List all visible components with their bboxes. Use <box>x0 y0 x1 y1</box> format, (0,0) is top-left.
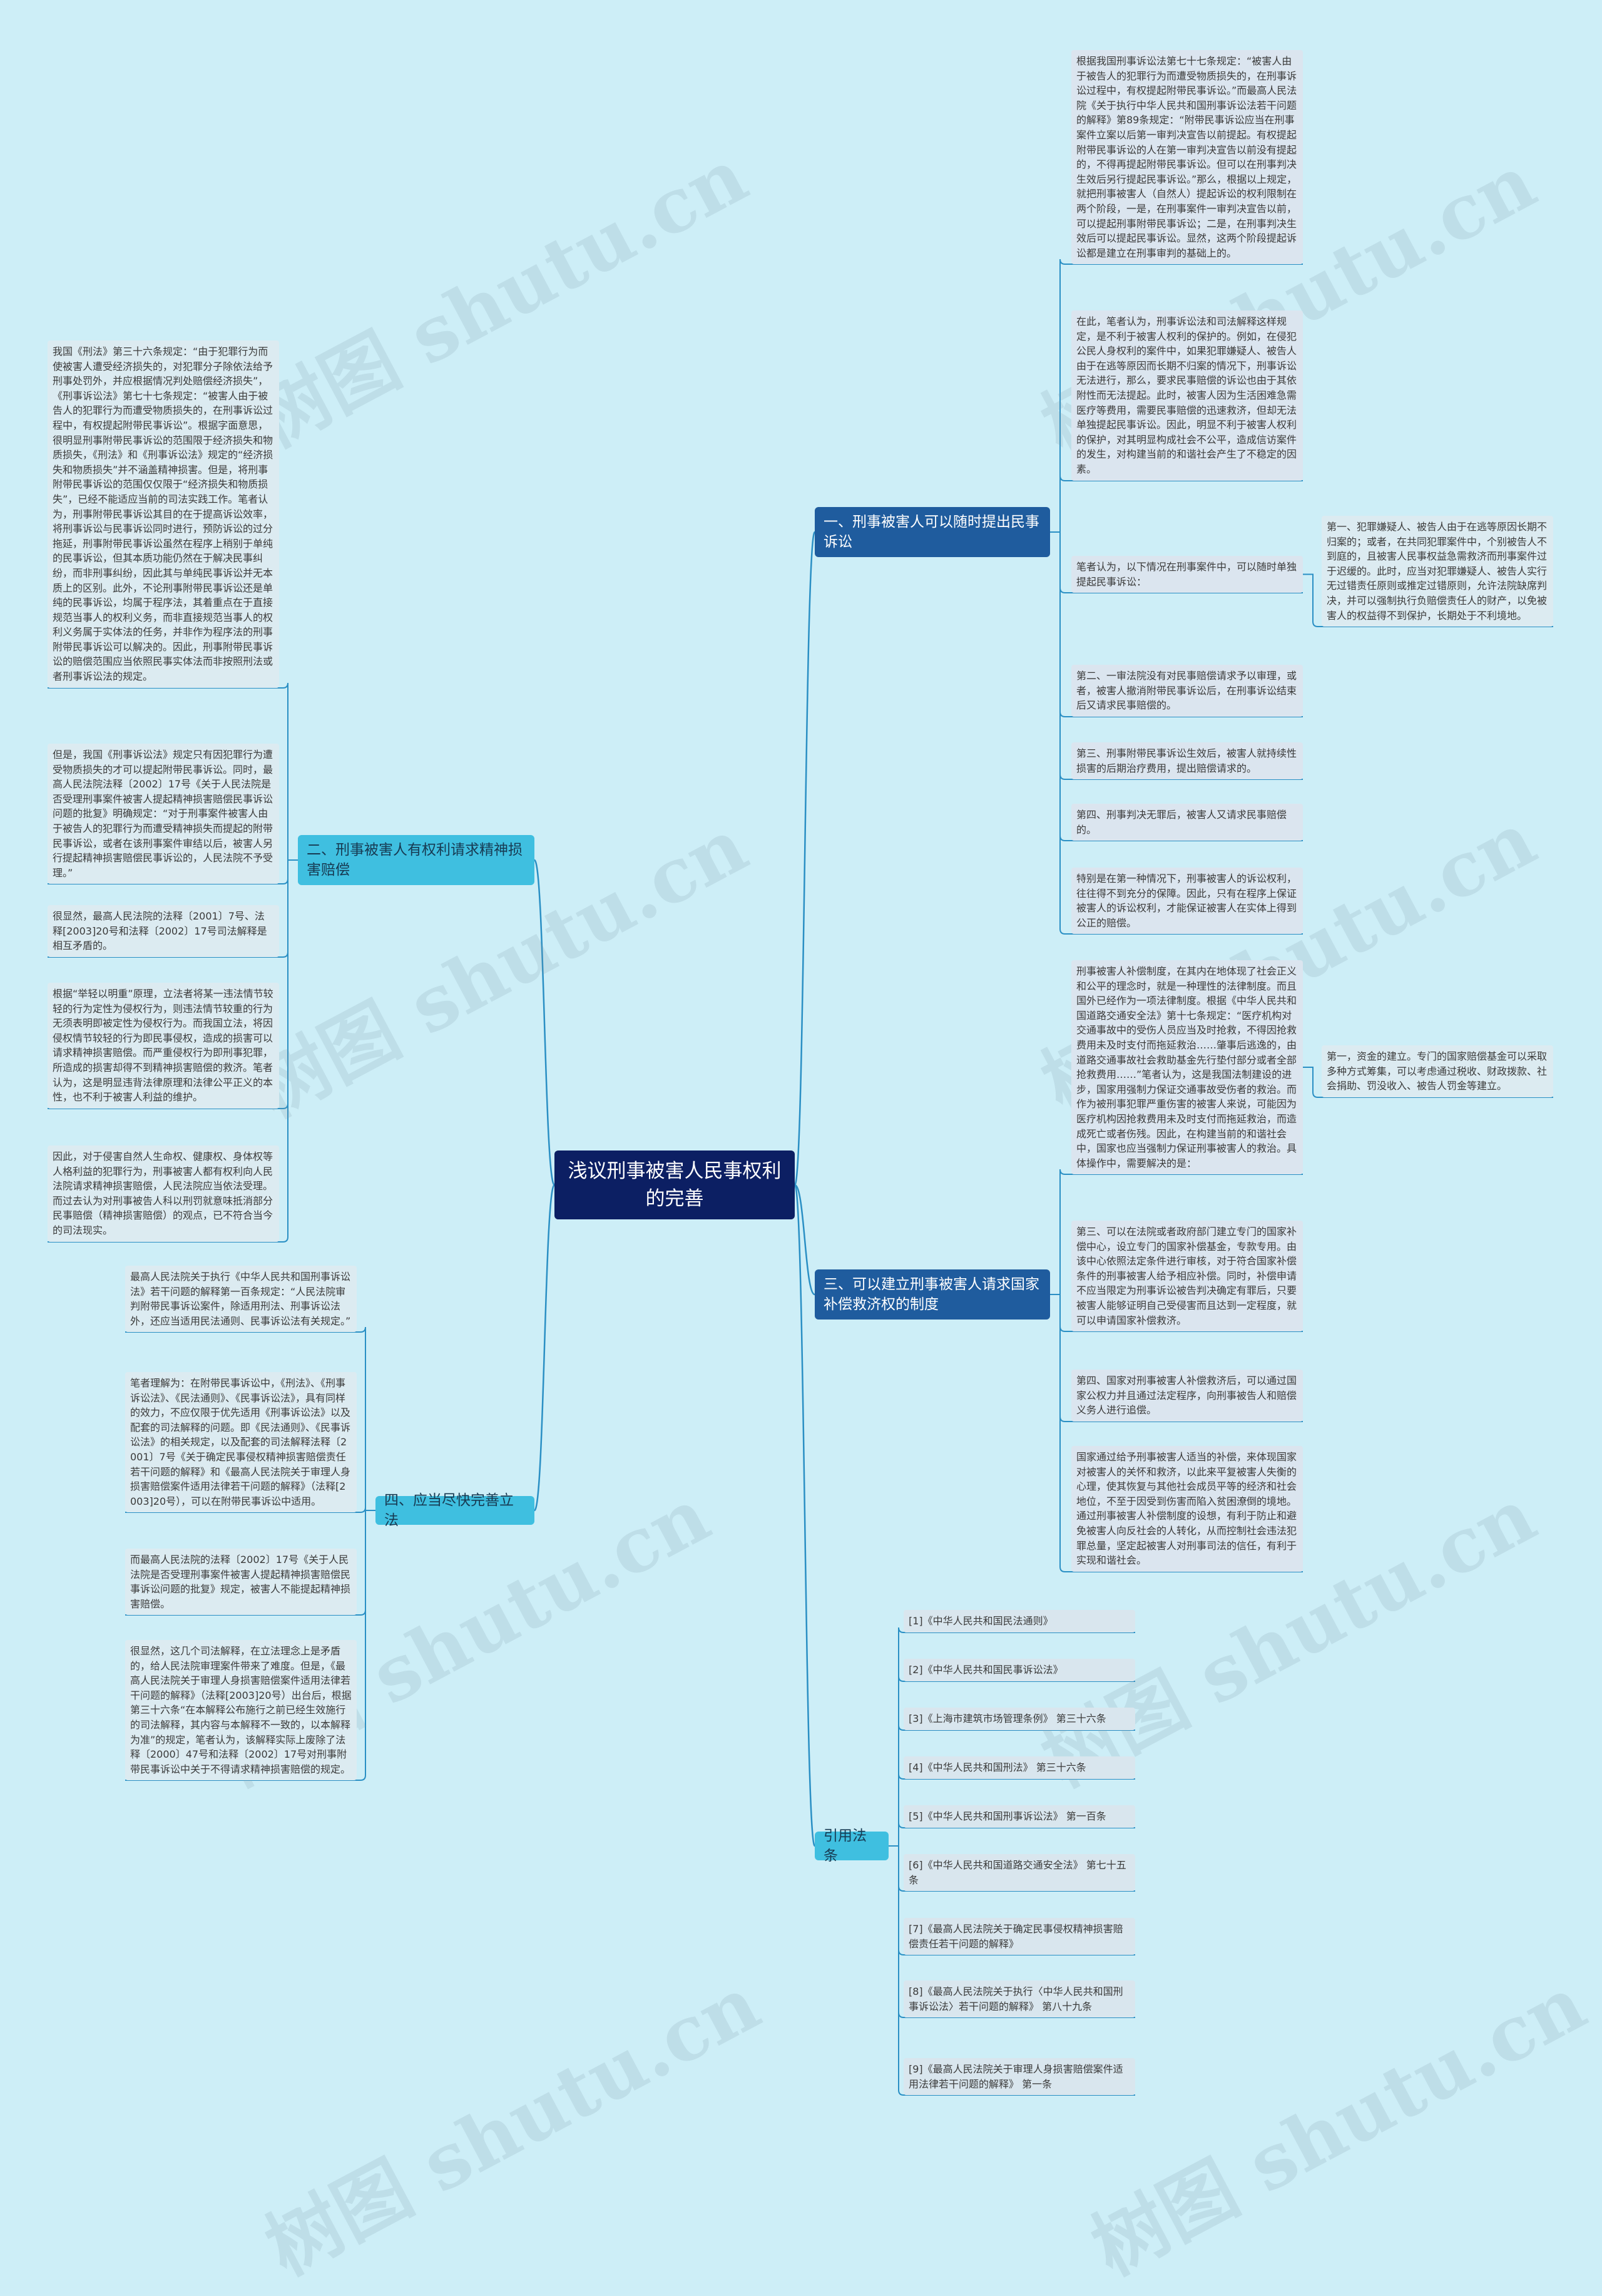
reference-item[interactable]: [1]《中华人民共和国民法通则》 <box>904 1610 1135 1632</box>
connector <box>125 1326 375 1511</box>
reference-item[interactable]: [4]《中华人民共和国刑法》 第三十六条 <box>904 1756 1135 1779</box>
b4-leaf-3: 而最高人民法院的法释〔2002〕17号《关于人民法院是否受理刑事案件被害人提起精… <box>125 1549 357 1616</box>
connector <box>889 1773 1135 1847</box>
reference-item[interactable]: [7]《最高人民法院关于确定民事侵权精神损害赔偿责任若干问题的解释》 <box>904 1918 1135 1955</box>
reference-item[interactable]: [5]《中华人民共和国刑事诉讼法》 第一百条 <box>904 1805 1135 1828</box>
reference-item[interactable]: [3]《上海市建筑市场管理条例》 第三十六条 <box>904 1708 1135 1730</box>
connector <box>125 1507 375 1513</box>
b1-leaf-7: 特别是在第一种情况下，刑事被害人的诉讼权利，往往得不到充分的保障。因此，只有在程… <box>1071 868 1303 935</box>
branch-3-state-compensation[interactable]: 三、可以建立刑事被害人请求国家补偿救济权的制度 <box>815 1269 1050 1320</box>
reference-item[interactable]: [2]《中华人民共和国民事诉讼法》 <box>904 1659 1135 1681</box>
b4-leaf-2: 笔者理解为：在附带民事诉讼中，《刑法》、《刑事诉讼法》、《民法通则》、《民事诉讼… <box>125 1372 357 1513</box>
connector <box>48 859 298 1243</box>
b1-leaf-5: 第三、刑事附带民事诉讼生效后，被害人就持续性损害的后期治疗费用，提出赔偿请求的。 <box>1071 742 1303 780</box>
connector <box>794 1184 815 1296</box>
connector <box>1050 259 1303 533</box>
connector <box>533 859 556 1186</box>
root-topic[interactable]: 浅议刑事被害人民事权利的完善 <box>554 1151 795 1219</box>
b1-leaf-1: 根据我国刑事诉讼法第七十七条规定：“被害人由于被告人的犯罪行为而遭受物质损失的，… <box>1071 50 1303 265</box>
reference-item[interactable]: [9]《最高人民法院关于审理人身损害赔偿案件适用法律若干问题的解释》 第一条 <box>904 2058 1135 2096</box>
connector <box>1050 1294 1303 1572</box>
b3-leaf-2: 第三、可以在法院或者政府部门建立专门的国家补偿中心，设立专门的国家补偿基金，专款… <box>1071 1221 1303 1332</box>
branch-5-references[interactable]: 引用法条 <box>815 1828 889 1864</box>
connector <box>889 1822 1135 1847</box>
b3-leaf-3: 第四、国家对刑事被害人补偿救济后，可以通过国家公权力并且通过法定程序，向刑事被告… <box>1071 1370 1303 1422</box>
connector <box>889 1676 1135 1847</box>
b1-leaf-3-sub: 第一、犯罪嫌疑人、被告人由于在逃等原因长期不归案的；或者，在共同犯罪案件中，个别… <box>1322 516 1553 627</box>
connector <box>889 1845 1135 2096</box>
connector <box>1050 531 1303 935</box>
b2-leaf-2: 但是，我国《刑事诉讼法》规定只有因犯罪行为遭受物质损失的才可以提起附带民事诉讼。… <box>48 744 279 884</box>
b3-leaf-4: 国家通过给予刑事被害人适当的补偿，来体现国家对被害人的关怀和救济，以此来平复被害… <box>1071 1446 1303 1572</box>
connector <box>1303 1067 1553 1098</box>
b1-leaf-6: 第四、刑事判决无罪后，被害人又请求民事赔偿的。 <box>1071 804 1303 841</box>
b1-leaf-3: 笔者认为，以下情况在刑事案件中，可以随时单独提起民事诉讼： <box>1071 556 1303 593</box>
reference-item[interactable]: [8]《最高人民法院关于执行〈中华人民共和国刑事诉讼法〉若干问题的解释》 第八十… <box>904 1981 1135 2018</box>
connector <box>889 1627 1135 1847</box>
connector <box>793 1184 816 1847</box>
branch-2-mental-damage[interactable]: 二、刑事被害人有权利请求精神损害赔偿 <box>298 835 534 885</box>
connector <box>48 682 298 861</box>
connector <box>125 1510 375 1781</box>
b3-leaf-1-sub: 第一，资金的建立。专门的国家赔偿基金可以采取多种方式筹集，可以考虑通过税收、财政… <box>1322 1045 1553 1097</box>
b2-leaf-4: 根据“举轻以明重”原理，立法者将某一违法情节较轻的行为定性为侵权行为，则违法情节… <box>48 983 279 1109</box>
connector <box>1050 1169 1303 1295</box>
b1-leaf-2: 在此，笔者认为，刑事诉讼法和司法解释这样规定，是不利于被害人权利的保护的。例如，… <box>1071 310 1303 481</box>
connector <box>1303 573 1553 627</box>
connector-lines <box>48 259 1553 2096</box>
branch-4-legislation[interactable]: 四、应当尽快完善立法 <box>375 1492 534 1529</box>
b2-leaf-1: 我国《刑法》第三十六条规定：“由于犯罪行为而使被害人遭受经济损失的，对犯罪分子除… <box>48 341 279 688</box>
b4-leaf-1: 最高人民法院关于执行《中华人民共和国刑事诉讼法》若干问题的解释第一百条规定：“人… <box>125 1266 357 1333</box>
connector <box>1050 475 1303 533</box>
connector <box>793 531 816 1186</box>
branch-1-civil-suit[interactable]: 一、刑事被害人可以随时提出民事诉讼 <box>815 507 1050 557</box>
b1-leaf-4: 第二、一审法院没有对民事赔偿请求予以审理，或者，被害人撤消附带民事诉讼后，在刑事… <box>1071 665 1303 717</box>
b2-leaf-3: 很显然，最高人民法院的法释〔2001〕7号、法释[2003]20号和法释〔200… <box>48 905 279 957</box>
b2-leaf-5: 因此，对于侵害自然人生命权、健康权、身体权等人格利益的犯罪行为，刑事被害人都有权… <box>48 1145 279 1242</box>
reference-item[interactable]: [6]《中华人民共和国道路交通安全法》 第七十五条 <box>904 1854 1135 1892</box>
b3-leaf-1: 刑事被害人补偿制度，在其内在地体现了社会正义和公平的理念时，就是一种理性的法律制… <box>1071 960 1303 1175</box>
connector <box>533 1184 556 1512</box>
b4-leaf-4: 很显然，这几个司法解释，在立法理念上是矛盾的，给人民法院审理案件带来了难度。但是… <box>125 1640 357 1781</box>
connector <box>889 1725 1135 1847</box>
